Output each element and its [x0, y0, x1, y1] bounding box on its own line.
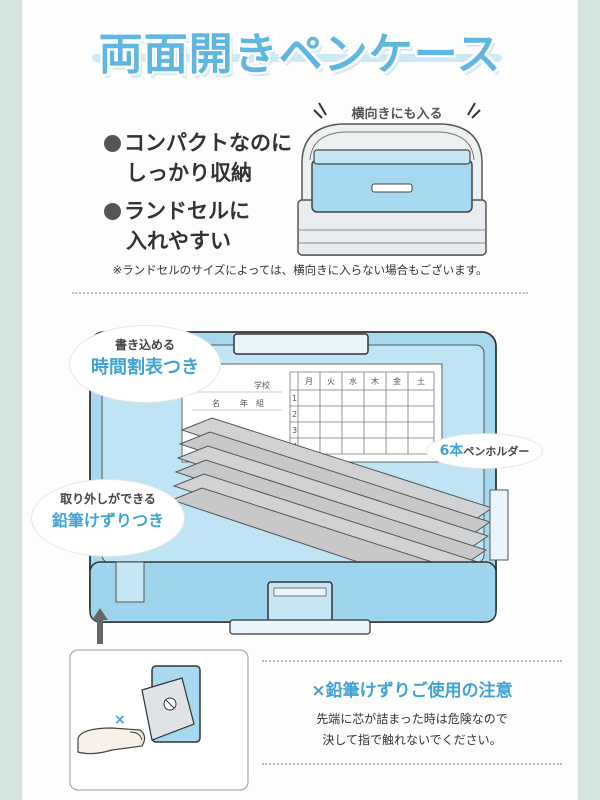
- tt-day-sat: 土: [417, 376, 425, 386]
- tt-school-label: 学校: [254, 380, 270, 390]
- caution-line2: 決して指で触れないでください。: [322, 733, 502, 747]
- callout-sharpener-big: 鉛筆けずりつき: [51, 511, 165, 530]
- feature-fits-line1: ランドセルに: [124, 199, 250, 223]
- bullet-icon: [104, 135, 121, 152]
- caution-body: 先端に芯が詰まった時は危険なので 決して指で触れないでください。: [252, 709, 572, 751]
- tt-period-2: 2: [292, 410, 297, 419]
- tt-period-3: 3: [292, 426, 297, 435]
- sharpener-icon: [141, 665, 201, 743]
- feature-compact-line2: しっかり収納: [126, 161, 252, 185]
- callout-timetable: 書き込める 時間割表つき: [70, 326, 220, 402]
- caution-title: ×鉛筆けずりご使用の注意: [311, 681, 513, 701]
- tt-day-wed: 水: [349, 376, 357, 386]
- finger-icon: [77, 727, 146, 755]
- tt-name-label2: 名: [212, 398, 220, 408]
- feature-fits-backpack: ランドセルに 入れやすい: [104, 196, 250, 256]
- finger-warning-mark: ×: [114, 712, 126, 728]
- feature-compact-line1: コンパクトなのに: [124, 131, 292, 155]
- callout-timetable-big: 時間割表つき: [91, 357, 199, 378]
- tt-name-label: 年 組: [240, 398, 264, 408]
- callout-pen-holder: 6本ペンホルダー: [427, 434, 542, 468]
- product-page: 両面開きペンケース コンパクトなのに しっかり収納 ランドセルに 入れやすい 横…: [22, 0, 578, 800]
- tt-day-fri: 金: [393, 376, 401, 386]
- bullet-icon: [104, 203, 121, 220]
- caution-line1: 先端に芯が詰まった時は危険なので: [316, 712, 508, 726]
- caution-bottom-divider: [262, 763, 562, 765]
- title-underline: [92, 54, 502, 62]
- callout-sharpener: 取り外しができる 鉛筆けずりつき: [32, 480, 184, 556]
- pen-holder-count: 6本: [439, 443, 464, 459]
- tt-day-thu: 木: [371, 376, 379, 386]
- arrow-up-icon: [92, 608, 108, 644]
- pen-holder-label: ペンホルダー: [463, 445, 530, 458]
- callout-timetable-small: 書き込める: [114, 338, 175, 352]
- pen-case-illustration: 月 火 水 木 金 土 1 2 3 4 学校 年 組 名: [69, 331, 509, 791]
- tt-period-1: 1: [292, 394, 297, 403]
- tt-day-tue: 火: [327, 377, 335, 386]
- callout-sharpener-small: 取り外しができる: [60, 492, 156, 506]
- caution-top-divider: [262, 660, 562, 662]
- caution-box: ×鉛筆けずりご使用の注意 先端に芯が詰まった時は危険なので 決して指で触れないで…: [252, 660, 572, 765]
- size-note: ※ランドセルのサイズによっては、横向きに入らない場合もございます。: [112, 263, 488, 277]
- pencil-icon: [170, 417, 494, 596]
- backpack-icon: [297, 102, 487, 256]
- feature-fits-line2: 入れやすい: [126, 229, 231, 253]
- page-title: 両面開きペンケース: [98, 29, 502, 80]
- section-divider: [72, 292, 528, 294]
- tt-day-mon: 月: [305, 377, 313, 386]
- feature-compact: コンパクトなのに しっかり収納: [104, 128, 292, 188]
- sideways-label: 横向きにも入る: [351, 107, 443, 122]
